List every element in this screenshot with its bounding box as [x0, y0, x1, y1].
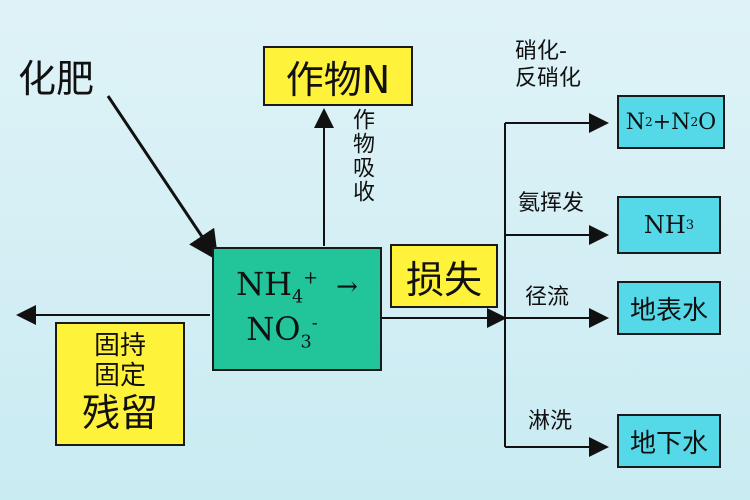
nitrate-line: NO3-: [246, 310, 318, 353]
volatilization-label: 氨挥发: [518, 191, 585, 216]
runoff-label: 径流: [525, 285, 570, 310]
fertilizer-arrow: [106, 95, 219, 261]
fertilizer-label: 化肥: [18, 57, 95, 101]
groundwater-box: 地下水: [617, 414, 721, 468]
retention-box: 固持 固定 残留: [55, 322, 185, 446]
nitrification-label: 硝化- 反硝化: [515, 39, 582, 92]
crop-uptake-label: 作物吸收: [349, 108, 374, 204]
surface-water-box: 地表水: [617, 281, 721, 335]
leaching-label: 淋洗: [528, 409, 573, 434]
crop-n-box: 作物N: [263, 46, 413, 106]
nitrogen-forms-box: NH4+ → NO3-: [212, 247, 382, 371]
loss-box: 损失: [390, 244, 498, 308]
ammonium-line: NH4+ →: [236, 264, 358, 308]
